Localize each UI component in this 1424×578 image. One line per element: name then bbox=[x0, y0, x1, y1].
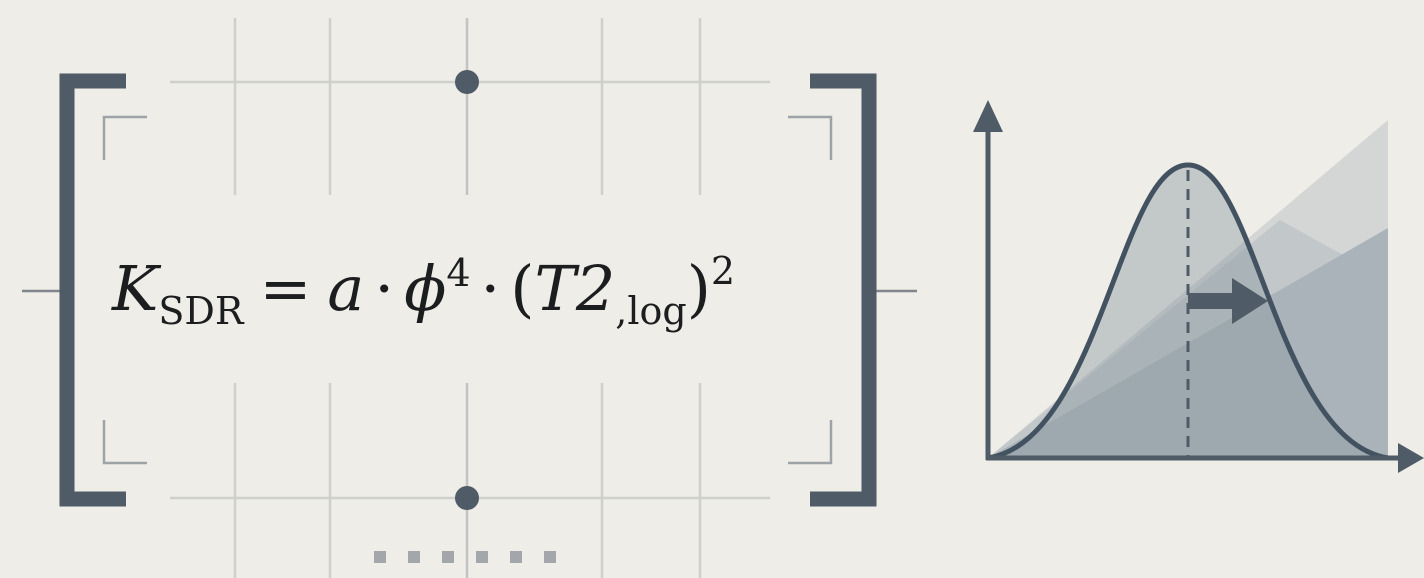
formula-outer-exponent: 2 bbox=[711, 249, 735, 293]
formula-dot-1: · bbox=[374, 252, 394, 325]
formula: KSDR=a·ϕ4·(T2,log)2 bbox=[111, 249, 735, 333]
right-bracket bbox=[810, 73, 877, 507]
bell-curve bbox=[987, 162, 1389, 461]
formula-close-paren: ) bbox=[687, 252, 711, 325]
pagination-dots bbox=[374, 551, 556, 563]
formula-term-subscript: ,log bbox=[615, 289, 686, 333]
pagination-dot bbox=[408, 551, 420, 563]
formula-term: T2 bbox=[534, 252, 615, 325]
pagination-dot bbox=[374, 551, 386, 563]
distribution-graphic bbox=[973, 100, 1424, 473]
pagination-dot bbox=[476, 551, 488, 563]
formula-equals: = bbox=[259, 252, 311, 325]
formula-open-paren: ( bbox=[510, 252, 534, 325]
formula-phi: ϕ bbox=[404, 252, 446, 325]
formula-dot-2: · bbox=[481, 252, 501, 325]
formula-coefficient: a bbox=[327, 252, 364, 325]
corner-mark-bottom-left bbox=[102, 420, 147, 465]
corner-mark-bottom-right bbox=[788, 420, 833, 465]
formula-lhs-symbol: K bbox=[111, 252, 162, 325]
formula-phi-exponent: 4 bbox=[446, 251, 470, 295]
corner-mark-top-right bbox=[788, 115, 833, 160]
background-grid bbox=[170, 18, 770, 578]
top-node bbox=[455, 70, 479, 94]
bottom-node bbox=[455, 486, 479, 510]
shift-right-arrow bbox=[1188, 278, 1268, 324]
y-axis-arrowhead bbox=[973, 100, 1003, 132]
formula-lhs-subscript: SDR bbox=[158, 289, 244, 333]
pagination-dot bbox=[510, 551, 522, 563]
left-bracket bbox=[59, 73, 126, 507]
pagination-dot bbox=[442, 551, 454, 563]
corner-mark-top-left bbox=[102, 115, 147, 160]
pagination-dot bbox=[544, 551, 556, 563]
x-axis-arrowhead bbox=[1398, 443, 1424, 473]
